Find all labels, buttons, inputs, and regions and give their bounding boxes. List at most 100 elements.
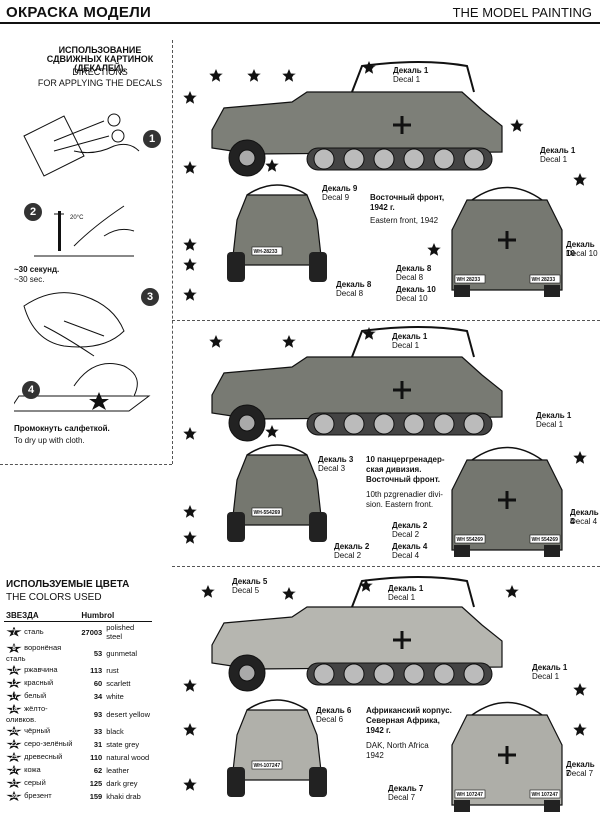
scheme-2-side-road-wheel (343, 413, 365, 435)
callout-star-icon (209, 69, 223, 82)
s2r-decal-2-en: Decal 2 (392, 530, 420, 539)
star-number-icon: 8 (6, 643, 22, 654)
color-name-ru: белый (22, 691, 47, 700)
star-number-icon: 17 (6, 691, 22, 702)
scheme-1-rear-rear-cross-v (505, 231, 509, 249)
humbrol-code: 53 (93, 648, 103, 658)
step-4-badge: 4 (22, 381, 40, 399)
s3-star: 8 (293, 593, 297, 599)
water-temperature: 20°C (70, 215, 84, 221)
color-name-en: khaki drab (106, 792, 141, 801)
color-name-en: gunmetal (106, 648, 138, 658)
scheme-2-side-road-wheel (313, 413, 335, 435)
scheme-3-side-antenna-frame (351, 576, 475, 608)
scheme-1-side-road-wheel (313, 148, 335, 170)
s2r-decal-1-en: Decal 1 (536, 420, 564, 429)
s2-decal-2-ru: Декаль 2 (334, 542, 370, 551)
color-name-ru: серо-зелёный (22, 739, 73, 748)
scheme-3-front-front-antenna (246, 699, 308, 711)
s2-decal-2-en: Decal 2 (334, 551, 362, 560)
s1-star: 20 (194, 167, 201, 173)
s2-star: 25 (373, 333, 380, 339)
callout-star-icon (183, 679, 197, 692)
color-name-ru: жёлто-оливков. (6, 704, 48, 724)
s3r-decal-7b-en: Decal 7 (566, 769, 594, 778)
scheme-1-side-front-hub (238, 149, 256, 167)
scheme-2-front-plate-rect (251, 507, 283, 517)
s3-decal-5-ru: Декаль 5 (232, 577, 268, 586)
divider-scheme-1-2 (172, 320, 600, 321)
step-2-badge: 2 (24, 203, 42, 221)
scheme-2-side-road-wheel (433, 413, 455, 435)
callout-star-icon (282, 69, 296, 82)
scheme-3-side-front-hub (238, 664, 256, 682)
callout-star-icon (282, 587, 296, 600)
callout-star-icon (183, 427, 197, 440)
s2r-decal-1-ru: Декаль 1 (536, 411, 572, 420)
scheme-3-front-front-wheel-right (309, 767, 327, 797)
color-star-cell: 25 древесный (4, 751, 79, 764)
color-name-en: polished steel (106, 623, 135, 641)
humbrol-code: 34 (93, 692, 103, 701)
star-number-icon: 20 (6, 726, 22, 737)
scheme-3-title-ru-2: Северная Африка, (366, 716, 440, 725)
callout-star-icon (505, 585, 519, 598)
color-star-cell: 22 серо-зелёный (4, 738, 79, 751)
colors-col-star: ЗВЕЗДА (4, 610, 80, 622)
s2-star: 8 (293, 341, 297, 347)
color-name-en: black (106, 727, 124, 736)
colors-title-en: THE COLORS USED (6, 592, 102, 603)
scheme-3-front-plate-rect (251, 760, 283, 770)
scheme-3-front-front-wheel-left (227, 767, 245, 797)
scheme-3-side-road-wheel (313, 663, 335, 685)
step-3-badge: 3 (141, 288, 159, 306)
s3r-decal-1-en: Decal 1 (532, 672, 560, 681)
s2-star: 10 (276, 431, 283, 437)
callout-star-icon (510, 119, 524, 132)
color-star-cell: 39 брезент (4, 790, 79, 803)
humbrol-code: 110 (90, 753, 103, 762)
color-name-en: leather (106, 766, 130, 775)
color-name-ru: сталь (22, 626, 44, 636)
scheme-1-side-road-wheel (373, 148, 395, 170)
color-name-en: scarlett (106, 679, 131, 688)
s2r-decal-4-en: Decal 4 (392, 551, 420, 560)
s2-decal-1-en: Decal 1 (392, 341, 420, 350)
scheme-1-title-en: Eastern front, 1942 (370, 216, 439, 225)
color-name-ru: ржавчина (22, 665, 58, 674)
scheme-2-title-en-1: 10th pzgrenadier divi- (366, 490, 443, 499)
scheme-2-side-front-hub (238, 414, 256, 432)
s3r-decal-1-ru: Декаль 1 (532, 663, 568, 672)
scheme-3-rear-plate-right-rect (529, 789, 561, 799)
s2r-decal-4b-ru: Декаль 4 (570, 508, 599, 526)
header-rule (0, 22, 600, 24)
s3-star: 17 (212, 591, 219, 597)
s2-decal-3-en: Decal 3 (318, 464, 346, 473)
dry-instruction-ru: Промокнуть салфеткой. (14, 424, 110, 433)
scheme-3-rear-rear-track-right (544, 800, 560, 812)
callout-star-icon (265, 425, 279, 438)
s1-decal-1-en: Decal 1 (393, 75, 421, 84)
color-star-cell: 18 жёлто-оливков. (4, 703, 79, 725)
scheme-3-side-balkenkreuz-v (400, 631, 404, 649)
humbrol-code: 125 (89, 779, 103, 788)
s1r-decal-8-ru: Декаль 8 (396, 264, 432, 273)
s1r-decal-10b-en: Decal 10 (566, 249, 598, 258)
humbrol-code: 60 (93, 679, 103, 688)
s1r-decal-10-ru: Декаль 10 (396, 285, 436, 294)
callout-star-icon (201, 585, 215, 598)
decal-steps-illustration (14, 113, 151, 412)
scheme-1-side-road-wheel (403, 148, 425, 170)
scheme-1-front-front-wheel-left (227, 252, 245, 282)
star-number-icon: 27 (6, 765, 22, 776)
s1-decal-8-en: Decal 8 (336, 289, 364, 298)
scheme-2-title-en-2: sion. Eastern front. (366, 500, 434, 509)
s1-star: 25 (373, 67, 380, 73)
humbrol-code: 62 (93, 766, 103, 775)
scheme-1-side-balkenkreuz-v (400, 116, 404, 134)
